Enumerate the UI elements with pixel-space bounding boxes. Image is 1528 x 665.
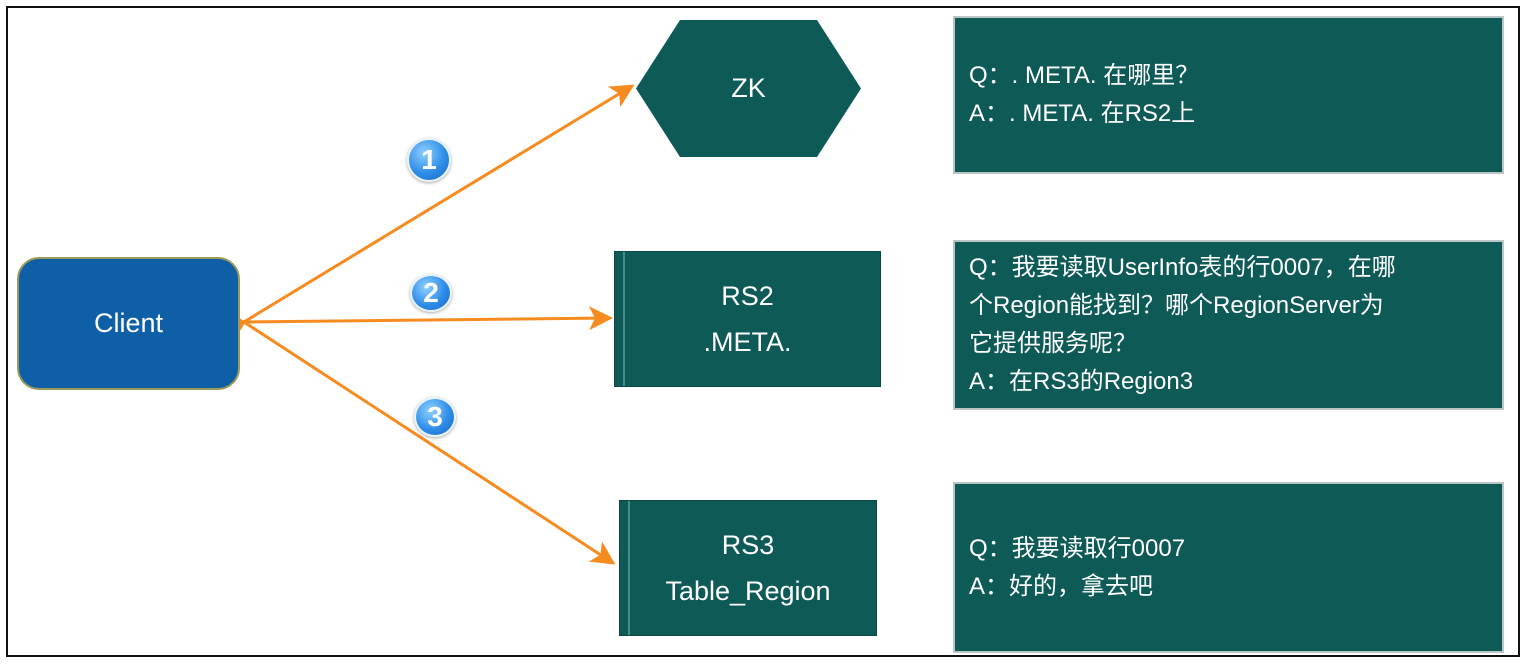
rs2-title: RS2 xyxy=(721,281,774,311)
rs3-subtitle: Table_Region xyxy=(665,576,831,606)
client-node: Client xyxy=(17,257,240,390)
step-2-badge: 2 xyxy=(410,274,452,312)
qa-box-meta: Q：我要读取UserInfo表的行0007，在哪 个Region能找到？哪个Re… xyxy=(953,240,1504,410)
qa-line: Q：. META. 在哪里？ xyxy=(969,62,1200,89)
arrow-client-to-zk xyxy=(219,84,635,344)
rs2-node: RS2 .META. xyxy=(614,251,881,387)
qa-box-zk: Q：. META. 在哪里？ A：. META. 在RS2上 xyxy=(953,16,1504,174)
zk-hexagon xyxy=(636,20,861,157)
qa-box-region: Q：我要读取行0007 A：好的，拿去吧 xyxy=(953,482,1504,653)
rs2-subtitle: .META. xyxy=(703,327,792,357)
qa-line: Q：我要读取行0007 xyxy=(969,534,1186,562)
qa-line: 它提供服务呢？ xyxy=(969,330,1137,357)
rs3-node: RS3 Table_Region xyxy=(619,500,877,636)
arrow-client-to-rs2 xyxy=(222,306,613,335)
step-2-number: 2 xyxy=(423,277,439,308)
zk-node: ZK xyxy=(636,20,861,157)
step-3-badge: 3 xyxy=(414,397,456,437)
qa-line: Q：我要读取UserInfo表的行0007，在哪 xyxy=(969,254,1396,281)
client-label: Client xyxy=(93,308,164,338)
rs3-title: RS3 xyxy=(721,530,775,560)
qa-line: 个Region能找到？哪个RegionServer为 xyxy=(969,292,1384,319)
step-1-badge: 1 xyxy=(407,138,451,182)
arrow-client-to-rs3 xyxy=(243,320,616,565)
zk-label: ZK xyxy=(731,73,766,103)
step-1-number: 1 xyxy=(421,144,437,175)
rs3-edge-stripe xyxy=(628,501,630,635)
step-3-number: 3 xyxy=(427,401,443,432)
qa-line: A：在RS3的Region3 xyxy=(969,368,1194,395)
qa-line: A：好的，拿去吧 xyxy=(969,572,1154,600)
qa-line: A：. META. 在RS2上 xyxy=(969,100,1196,127)
rs2-edge-stripe xyxy=(623,252,625,386)
